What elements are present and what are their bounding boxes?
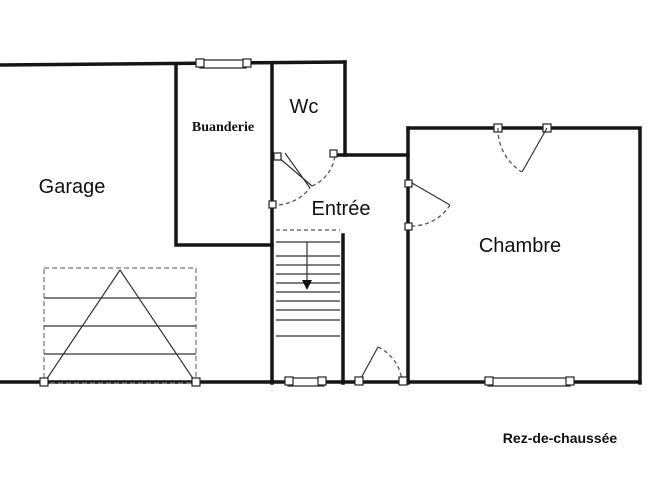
windows bbox=[195, 58, 575, 387]
garage-door bbox=[39, 267, 201, 387]
window-top-buanderie bbox=[199, 59, 247, 69]
doors bbox=[268, 127, 548, 386]
room-label-wc: Wc bbox=[290, 96, 319, 118]
room-label-entree: Entrée bbox=[312, 198, 371, 220]
room-label-garage: Garage bbox=[39, 176, 106, 198]
walls bbox=[0, 60, 642, 385]
stair-arrow bbox=[302, 280, 312, 290]
room-label-chambre: Chambre bbox=[479, 235, 561, 257]
floor-caption: Rez-de-chaussée bbox=[503, 430, 618, 446]
window-bottom-chambre bbox=[487, 377, 571, 387]
staircase bbox=[276, 229, 340, 337]
room-label-buanderie: Buanderie bbox=[192, 120, 254, 135]
